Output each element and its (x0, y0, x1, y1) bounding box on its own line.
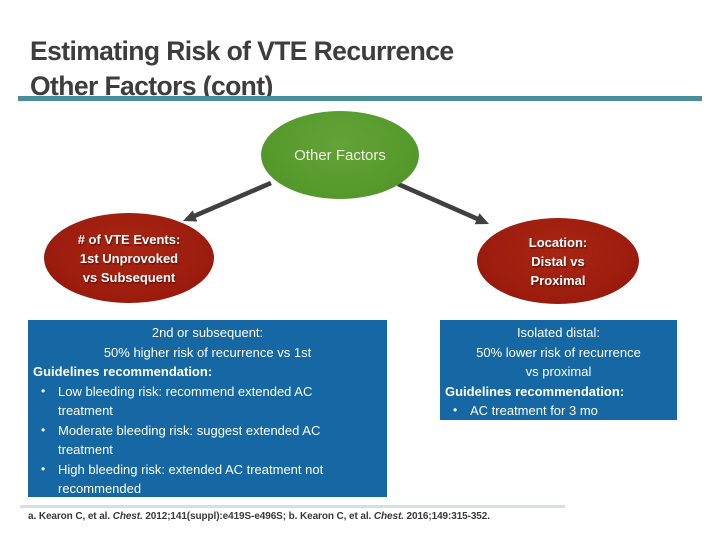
journal-name-italic: Chest. (112, 511, 143, 522)
bullet-item: • Moderate bleeding risk: suggest extend… (28, 421, 387, 460)
location-line: Distal vs (531, 253, 585, 269)
title-line-1: Estimating Risk of VTE Recurrence (30, 35, 454, 66)
citation-text: a. Kearon C, et al. (28, 511, 113, 522)
bullet-text: High bleeding risk: extended AC treatmen… (58, 461, 324, 497)
diagram-node-vte-events: # of VTE Events: 1st Unprovoked vs Subse… (44, 213, 214, 303)
bullet-text: Low bleeding risk: recommend extended AC… (58, 383, 313, 419)
bullet-item: • High bleeding risk: extended AC treatm… (28, 460, 387, 499)
citation-text: 2016;149:315-352. (403, 511, 490, 522)
panel-location-detail: Isolated distal: 50% lower risk of recur… (440, 320, 677, 420)
location-line: Proximal (530, 272, 586, 288)
diagram-node-location: Location: Distal vs Proximal (477, 218, 639, 304)
panel-heading: vs proximal (525, 364, 592, 379)
title-line-2: Other Factors (cont) (30, 70, 273, 101)
location-line: Location: (528, 234, 588, 250)
bullet-dot: • (41, 461, 46, 476)
footnote: a. Kearon C, et al. Chest. 2012;141(supp… (28, 511, 712, 522)
panel-heading: Isolated distal: (516, 325, 601, 340)
other-factors-label: Other Factors (294, 146, 386, 164)
vte-events-line: vs Subsequent (82, 269, 176, 285)
arrow-down-left-icon (183, 180, 272, 222)
citation-text: 2012;141(suppl):e419S-e496S; b. Kearon C… (142, 511, 374, 522)
journal-name-italic: Chest. (373, 511, 404, 522)
arrow-down-right-icon (397, 181, 489, 225)
guidelines-subheading: Guidelines recommendation: (445, 383, 625, 399)
panel-vte-events-detail: 2nd or subsequent: 50% higher risk of re… (28, 320, 387, 497)
panel-heading: 2nd or subsequent: (151, 325, 264, 340)
bullet-dot: • (453, 403, 458, 417)
slide-title: Estimating Risk of VTE Recurrence Other … (30, 34, 454, 104)
guidelines-subheading: Guidelines recommendation: (33, 364, 213, 379)
title-underline (18, 96, 702, 101)
panel-heading: 50% higher risk of recurrence vs 1st (103, 344, 312, 360)
diagram-node-other-factors: Other Factors (261, 111, 419, 199)
vte-events-line: 1st Unprovoked (79, 250, 179, 266)
footnote-divider (20, 505, 565, 508)
bullet-item: • AC treatment for 3 mo (440, 401, 677, 421)
bullet-dot: • (41, 422, 46, 437)
bullet-text: AC treatment for 3 mo (470, 403, 598, 418)
bullet-dot: • (41, 383, 46, 398)
vte-events-line: # of VTE Events: (77, 231, 181, 247)
panel-heading: 50% lower risk of recurrence (476, 344, 641, 360)
bullet-item: • Low bleeding risk: recommend extended … (28, 382, 387, 421)
bullet-text: Moderate bleeding risk: suggest extended… (58, 422, 321, 458)
